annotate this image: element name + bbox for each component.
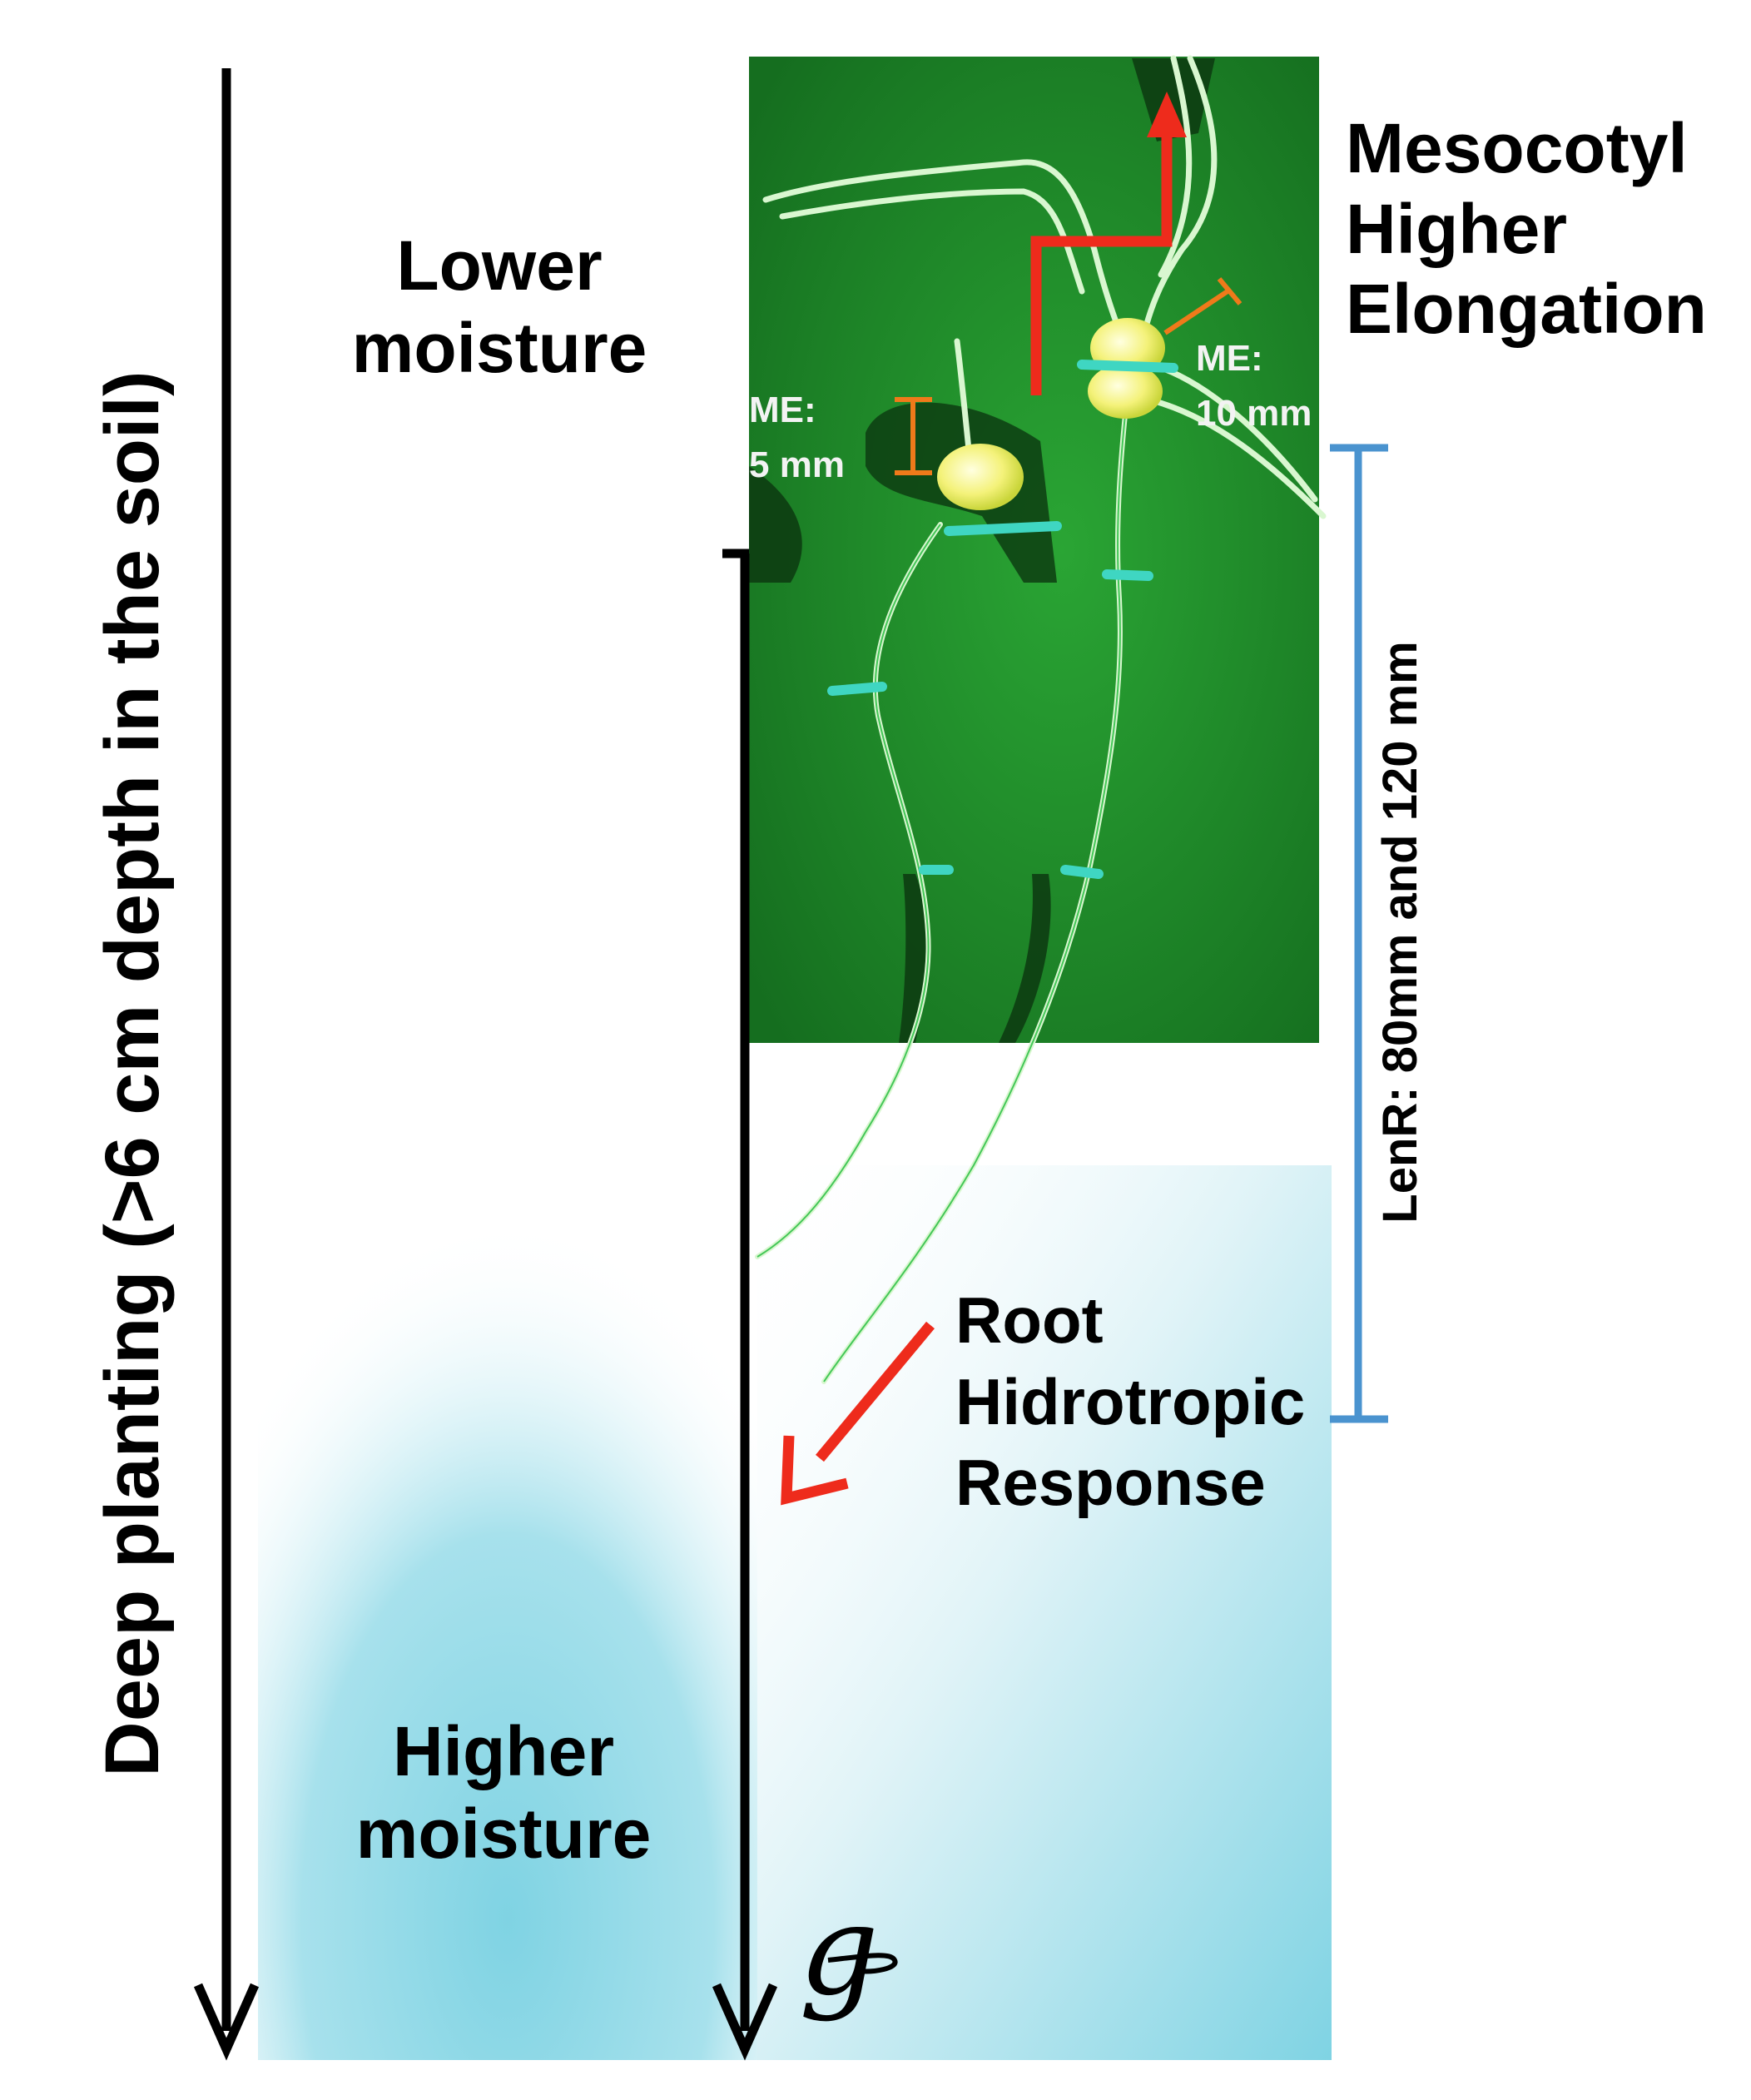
- me-right-title: ME:: [1196, 338, 1263, 379]
- root-response-label: Root Hidrotropic Response: [955, 1280, 1305, 1524]
- mesocotyl-line-3: Elongation: [1346, 270, 1707, 349]
- photo-shadow: [999, 874, 1051, 1043]
- higher-moisture-label: Higher moisture: [320, 1710, 687, 1875]
- lower-moisture-label: Lower moisture: [316, 225, 682, 390]
- root-length-label: LenR: 80mm and 120 mm: [1373, 641, 1427, 1223]
- seed-right-bottom: [1088, 364, 1163, 419]
- mesocotyl-label: Mesocotyl Higher Elongation: [1346, 108, 1707, 350]
- depth-axis-label: Deep planting (>6 cm depth in the soil): [90, 370, 175, 1776]
- mesocotyl-elongation-arrow: [1030, 92, 1187, 395]
- higher-moisture-zone-left: [258, 1124, 757, 2060]
- hydrotropic-response-arrow: [781, 1321, 935, 1506]
- lower-moisture-line-1: Lower: [396, 226, 603, 305]
- root-length-bracket: [1330, 444, 1388, 1423]
- lower-moisture-line-2: moisture: [351, 309, 647, 388]
- higher-moisture-line-2: moisture: [355, 1795, 652, 1874]
- gravity-arrow: [712, 549, 778, 2061]
- me-left-title: ME:: [749, 390, 816, 430]
- root-response-line-3: Response: [955, 1446, 1266, 1519]
- gravity-symbol: g: [799, 1879, 879, 2023]
- me-bracket-left: [895, 397, 932, 475]
- root-response-line-1: Root: [955, 1283, 1104, 1357]
- me-left-value: 5 mm: [749, 444, 845, 485]
- cyan-markers: [827, 360, 1178, 879]
- gravity-symbol-tail: [827, 1953, 898, 1974]
- photo-shadow: [899, 874, 927, 1043]
- mesocotyl-line-2: Higher: [1346, 189, 1568, 268]
- seed-left: [937, 444, 1024, 510]
- me-right-value: 10 mm: [1196, 393, 1312, 434]
- me-bracket-right: [1163, 277, 1243, 335]
- me-label-right: ME: 10 mm: [1196, 331, 1319, 441]
- me-label-left: ME: 5 mm: [749, 383, 845, 493]
- photo-shadow: [1132, 58, 1215, 141]
- higher-moisture-line-1: Higher: [392, 1712, 615, 1790]
- seedling-photo: [749, 55, 1327, 1384]
- higher-moisture-zone-right: [757, 1165, 1332, 2060]
- root-response-line-2: Hidrotropic: [955, 1364, 1306, 1438]
- photo-shadow: [749, 466, 802, 583]
- depth-arrow: [193, 68, 260, 2061]
- mesocotyl-line-1: Mesocotyl: [1346, 109, 1688, 187]
